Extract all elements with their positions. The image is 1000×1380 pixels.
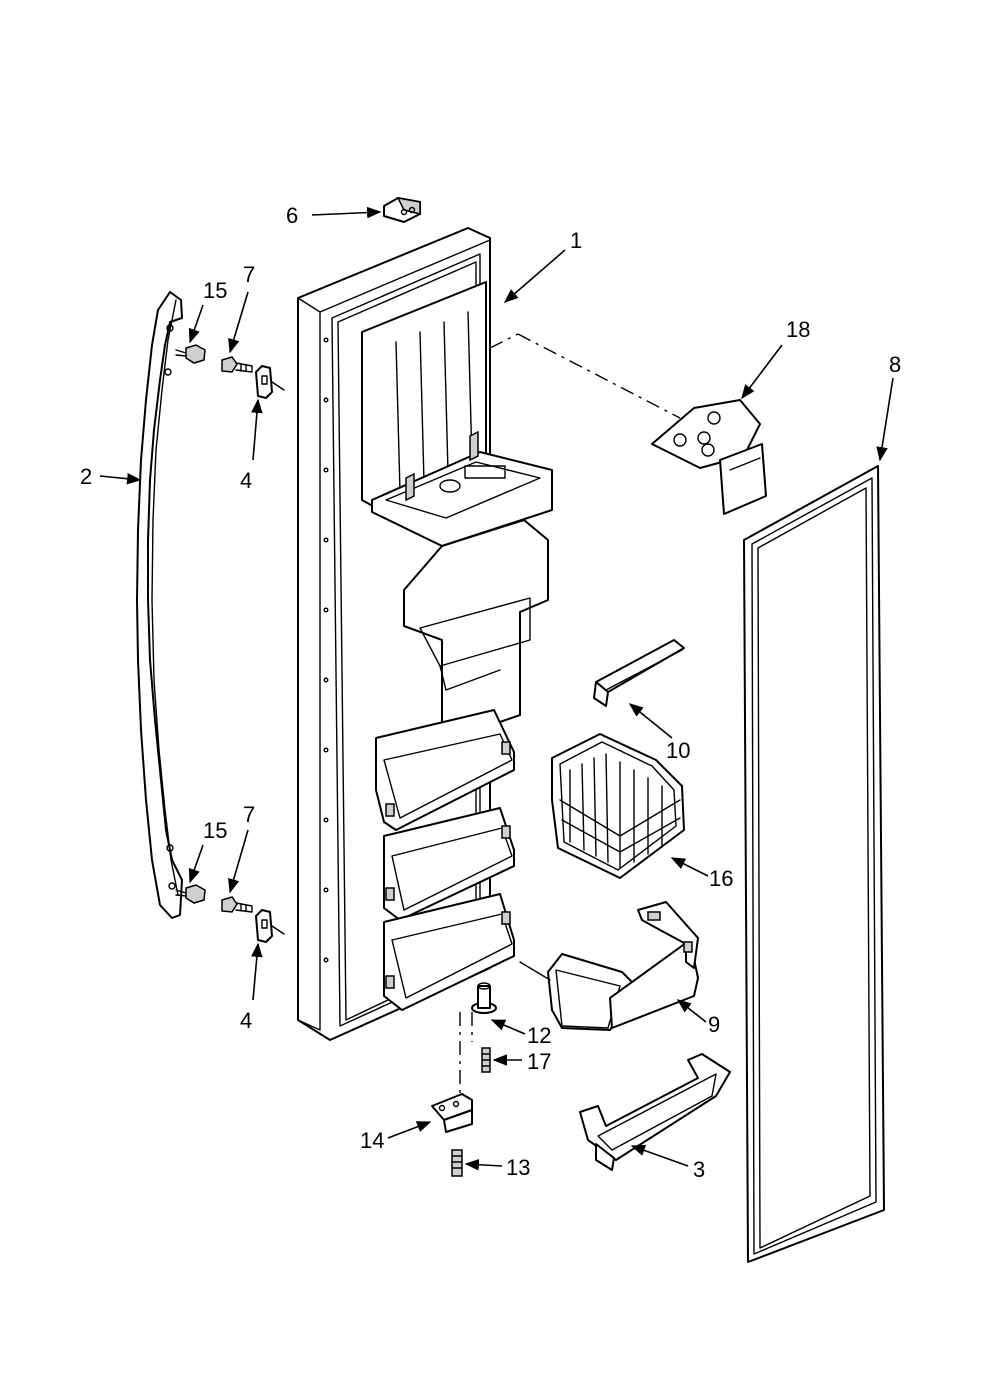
callout-18: 18: [786, 317, 810, 342]
retainer-rail-part: [593, 639, 685, 707]
hinge-cap-part: [383, 196, 421, 223]
callout-3: 3: [693, 1157, 705, 1182]
leader-lines: [99, 206, 894, 1171]
mounting-screw-part-lower: [221, 896, 253, 913]
callout-7-upper: 7: [243, 262, 255, 287]
callout-17: 17: [527, 1049, 551, 1074]
door-gasket-part: [743, 465, 885, 1263]
hinge-screw-part: [451, 1149, 463, 1177]
callout-9: 9: [708, 1012, 720, 1037]
callout-7-lower: 7: [243, 802, 255, 827]
mounting-screw-part-upper: [221, 356, 253, 373]
door-flange-dots: [323, 337, 329, 963]
callout-10: 10: [666, 738, 690, 763]
callout-15-lower: 15: [203, 818, 227, 843]
screw-part-lower: [175, 884, 206, 904]
screw-part-upper: [175, 344, 206, 364]
pin-screw-part: [481, 1047, 491, 1073]
callout-4-upper: 4: [240, 468, 252, 493]
dispenser-bracket-part: [519, 901, 699, 1031]
handle-bracket-part-upper: [255, 365, 285, 399]
door-bin-part: [579, 1053, 731, 1171]
callout-8: 8: [889, 352, 901, 377]
callout-1: 1: [570, 228, 582, 253]
door-body-part: [297, 227, 553, 1041]
callout-16: 16: [709, 866, 733, 891]
cover-plate-part: [651, 399, 767, 515]
callout-12: 12: [527, 1023, 551, 1048]
callout-labels: 1 2 3 4 4 6 7 7 8 9 10 12 13 14 15 15 16…: [80, 203, 901, 1182]
hinge-pin-part: [471, 982, 497, 1014]
callout-13: 13: [506, 1155, 530, 1180]
door-handle-part: [136, 291, 183, 919]
handle-bracket-part-lower: [255, 909, 285, 943]
callout-14: 14: [360, 1128, 384, 1153]
lower-hinge-part: [431, 1093, 473, 1133]
wire-basket-part: [551, 733, 685, 879]
callout-15-upper: 15: [203, 278, 227, 303]
callout-2: 2: [80, 464, 92, 489]
callout-4-lower: 4: [240, 1008, 252, 1033]
callout-6: 6: [286, 203, 298, 228]
